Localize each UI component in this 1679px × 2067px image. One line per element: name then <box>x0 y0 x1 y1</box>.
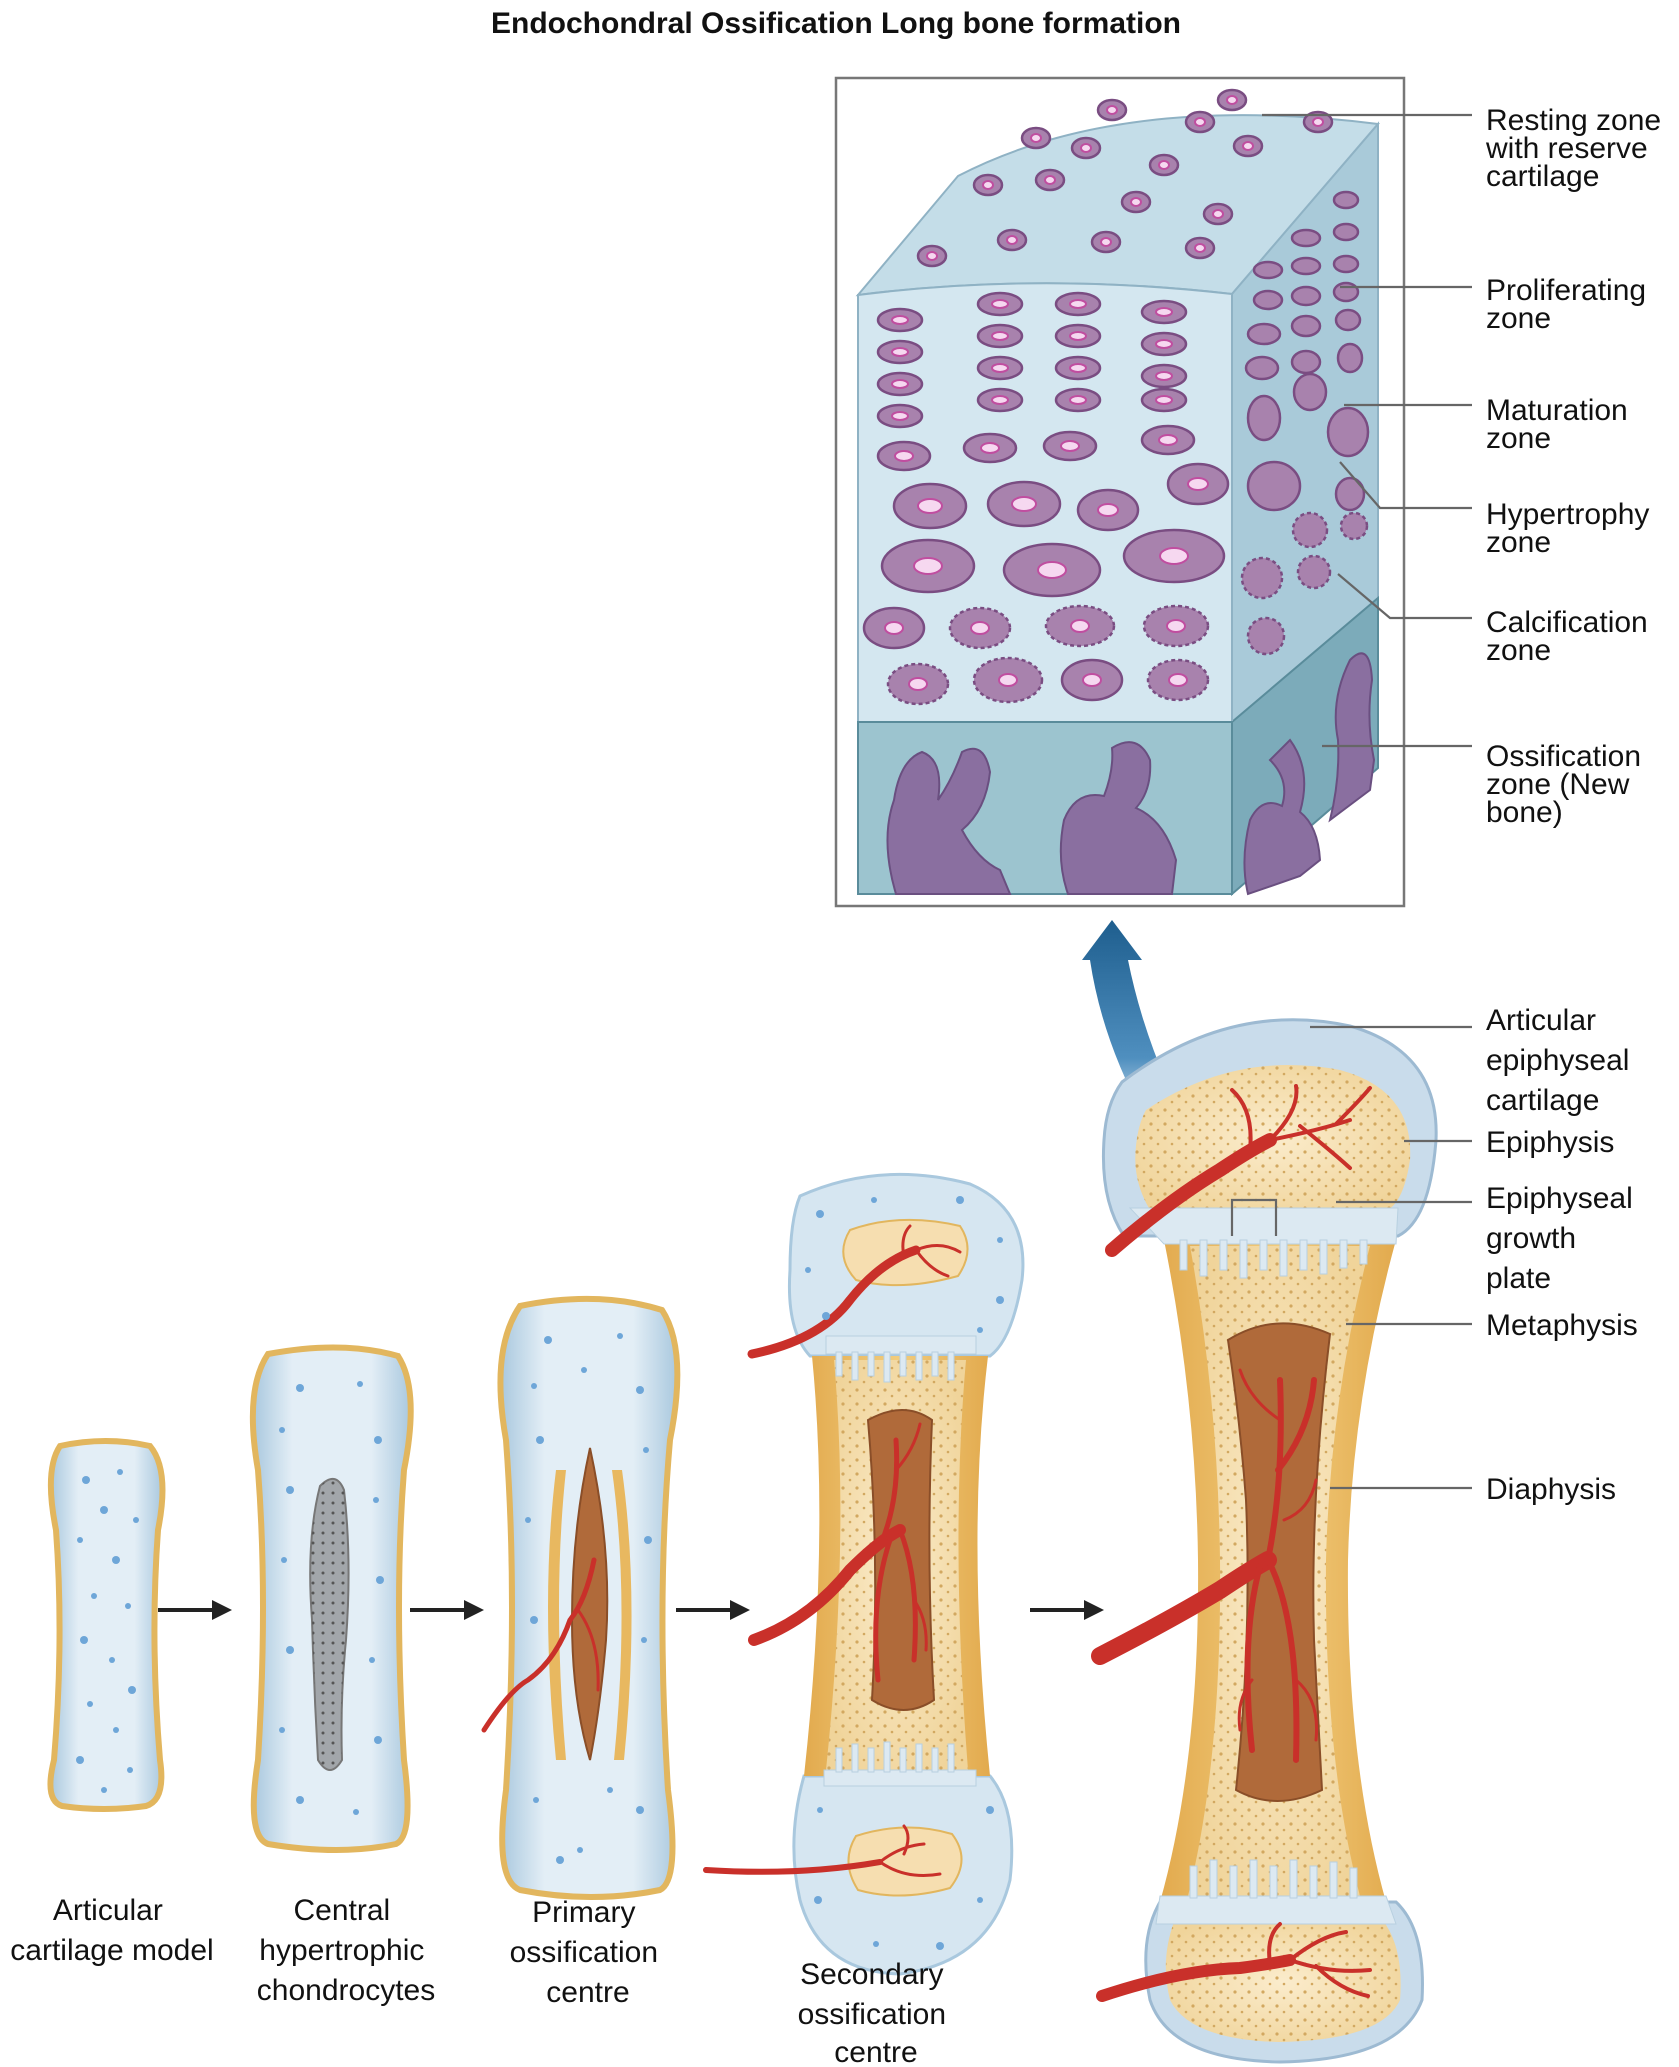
right-arrow-icon <box>1030 1600 1104 1620</box>
stage5-long-bone <box>1091 1018 1472 2064</box>
label-primary-ossification-centre: Primary ossification centre <box>510 1896 667 2009</box>
zone-leader-lines <box>1262 113 1472 748</box>
cartilage-cells-dots <box>279 1381 384 1815</box>
diagram-title: Endochondral Ossification Long bone form… <box>491 7 1181 40</box>
label-resting-zone: Resting zone with reserve cartilage <box>1485 104 1669 193</box>
label-articular-cartilage-model: Articular cartilage model <box>10 1894 213 1967</box>
maturation-zone-cells <box>876 424 1196 472</box>
new-bone-trabeculae <box>886 652 1376 896</box>
blood-vessel-icon <box>1091 1084 1372 2002</box>
cartilage-cells-dots <box>525 1333 652 1864</box>
label-epiphyseal-growth-plate: Epiphyseal growth plate <box>1486 1182 1641 1295</box>
label-articular-epiphyseal-cartilage: Articular epiphyseal cartilage <box>1486 1004 1638 1117</box>
calcification-zone-cells <box>862 604 1210 706</box>
growth-plate-zones-inset <box>834 76 1472 908</box>
cartilage-cells-dots <box>76 1469 139 1793</box>
label-epiphysis: Epiphysis <box>1486 1126 1614 1159</box>
stage2-hypertrophic-chondrocytes <box>249 1344 414 1853</box>
growth-plate-columns <box>823 1335 977 1787</box>
label-proliferating-zone: Proliferating zone <box>1486 274 1654 335</box>
stage4-secondary-ossification <box>703 1172 1025 1976</box>
label-secondary-ossification-centre: Secondary ossification centre <box>798 1958 955 2067</box>
stage1-cartilage-model <box>47 1438 166 1812</box>
right-arrow-icon <box>410 1600 484 1620</box>
right-arrow-icon <box>158 1600 232 1620</box>
label-metaphysis: Metaphysis <box>1486 1309 1638 1342</box>
stage-labels: Articular cartilage model Central hypert… <box>10 1894 955 2067</box>
cartilage-cells-dots <box>805 1196 1004 1950</box>
label-diaphysis: Diaphysis <box>1486 1473 1616 1506</box>
stage3-primary-ossification <box>481 1295 681 1900</box>
resting-zone-cells <box>916 88 1334 268</box>
side-face-cells <box>1240 190 1370 656</box>
proliferating-zone-cells <box>876 291 1188 429</box>
label-calcification-zone: Calcification zone <box>1486 606 1656 667</box>
blood-vessel-icon <box>703 1224 962 1877</box>
epiphyseal-growth-plates <box>1128 1207 1399 1925</box>
label-ossification-zone: Ossification zone (New bone) <box>1486 740 1649 829</box>
right-arrow-icon <box>676 1600 750 1620</box>
label-maturation-zone: Maturation zone <box>1486 394 1636 455</box>
zone-labels: Resting zone with reserve cartilage Prol… <box>1485 104 1669 829</box>
hypertrophy-zone-cells <box>880 462 1230 598</box>
label-central-hypertrophic-chondrocytes: Central hypertrophic chondrocytes <box>257 1894 435 2007</box>
bone-leader-lines <box>1230 1025 1472 1490</box>
label-hypertrophy-zone: Hypertrophy zone <box>1486 498 1658 559</box>
bone-labels: Articular epiphyseal cartilage Epiphysis… <box>1486 1004 1641 1506</box>
blood-vessel-icon <box>481 1557 600 1733</box>
stage-arrows <box>158 1600 1104 1620</box>
